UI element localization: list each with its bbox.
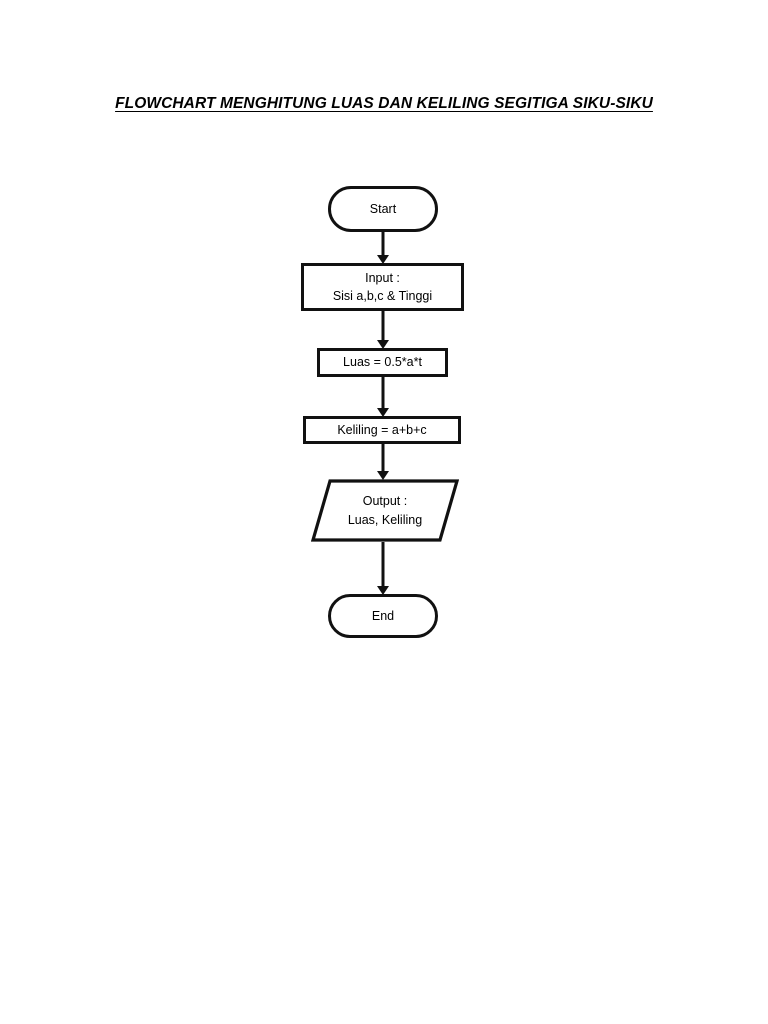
flow-node-input-label-line1: Input : bbox=[365, 270, 400, 285]
connector-luas-to-keliling bbox=[375, 377, 391, 417]
connector-shaft bbox=[381, 444, 385, 471]
connector-start-to-input bbox=[375, 232, 391, 264]
page-title: FLOWCHART MENGHITUNG LUAS DAN KELILING S… bbox=[115, 95, 653, 112]
flow-node-end-label: End bbox=[371, 608, 395, 623]
flow-node-luas-label: Luas = 0.5*a*t bbox=[343, 355, 422, 370]
flow-node-input-label-line2: Sisi a,b,c & Tinggi bbox=[332, 289, 433, 303]
arrowhead-icon bbox=[377, 255, 389, 264]
arrowhead-icon bbox=[377, 471, 389, 480]
arrowhead-icon bbox=[377, 340, 389, 349]
flow-node-start-label: Start bbox=[369, 201, 397, 216]
connector-input-to-luas bbox=[375, 311, 391, 349]
flow-node-end[interactable]: End bbox=[328, 594, 438, 638]
connector-shaft bbox=[381, 377, 385, 408]
flow-node-keliling-label: Keliling = a+b+c bbox=[337, 422, 427, 437]
connector-keliling-to-output bbox=[375, 444, 391, 480]
flow-node-start[interactable]: Start bbox=[328, 186, 438, 232]
flow-node-output-label-line2: Luas, Keliling bbox=[347, 512, 423, 527]
connector-shaft bbox=[381, 232, 385, 255]
connector-shaft bbox=[381, 542, 385, 586]
flow-node-luas[interactable]: Luas = 0.5*a*t bbox=[317, 348, 448, 377]
flow-node-keliling[interactable]: Keliling = a+b+c bbox=[303, 416, 461, 444]
connector-output-to-end bbox=[375, 542, 391, 595]
flow-node-input[interactable]: Input : Sisi a,b,c & Tinggi bbox=[301, 263, 464, 311]
arrowhead-icon bbox=[377, 586, 389, 595]
flow-node-output-label-line1: Output : bbox=[362, 494, 408, 509]
connector-shaft bbox=[381, 311, 385, 340]
arrowhead-icon bbox=[377, 408, 389, 417]
flow-node-output[interactable]: Output : Luas, Keliling bbox=[311, 479, 459, 542]
